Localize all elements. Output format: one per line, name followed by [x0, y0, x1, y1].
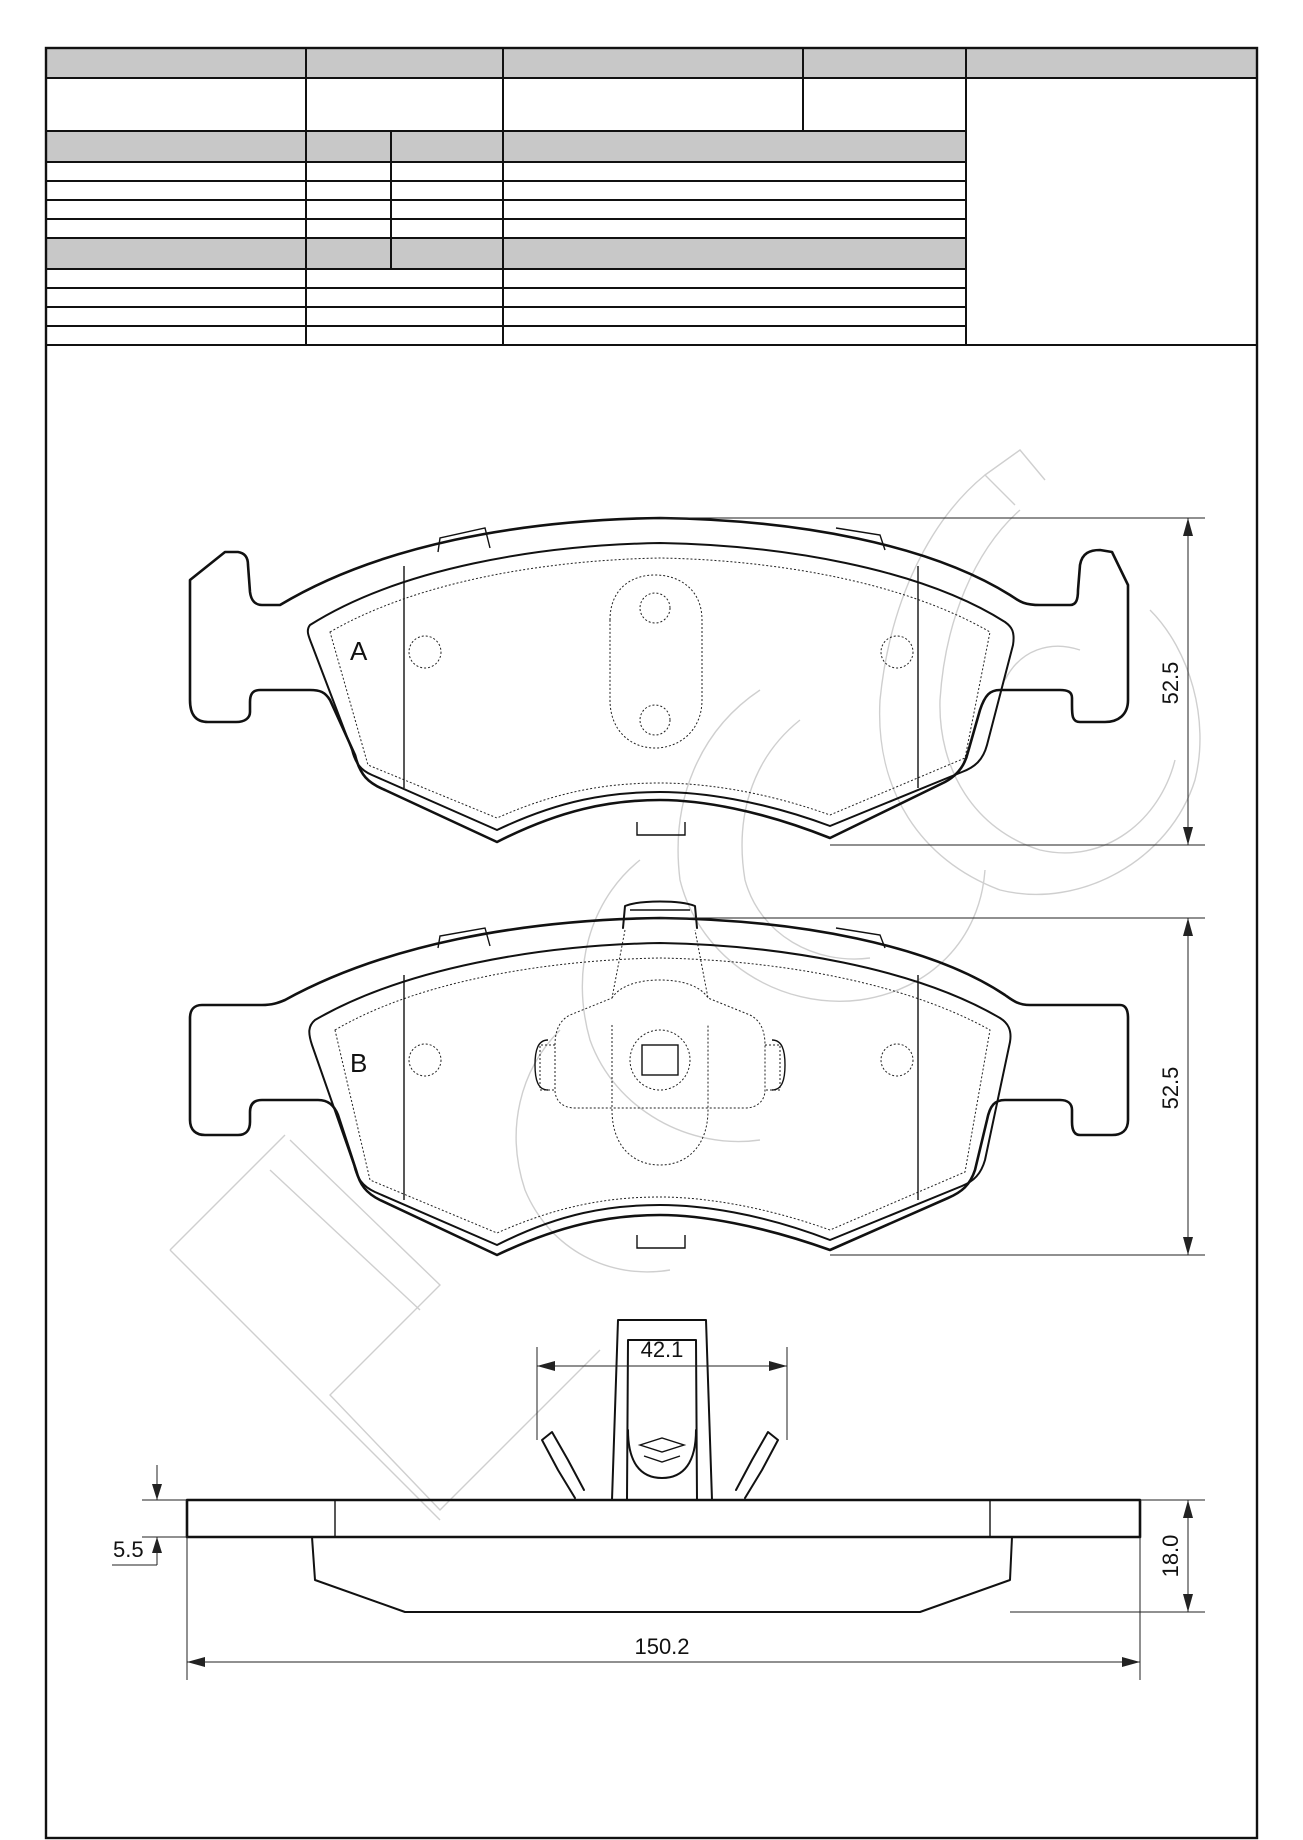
height-dimension-b: 52.5 [660, 917, 1205, 1256]
watermark-logo [169, 449, 1201, 1521]
dimension-height-a: 52.5 [1158, 662, 1183, 705]
dimension-height-b: 52.5 [1158, 1067, 1183, 1110]
dimension-clip-width: 42.1 [641, 1337, 684, 1362]
title-block [44, 46, 1259, 1840]
pad-b-label: B [350, 1048, 367, 1078]
dimension-thickness: 18.0 [1158, 1535, 1183, 1578]
dimension-length: 150.2 [634, 1634, 689, 1659]
pad-b-drawing: B [188, 900, 1130, 1257]
pad-a-label: A [350, 636, 368, 666]
pad-a-drawing: A [188, 516, 1130, 844]
side-view-drawing [185, 1319, 1142, 1613]
thickness-dimension: 18.0 [1010, 1499, 1205, 1613]
clip-width-dimension: 42.1 [536, 1337, 788, 1440]
backplate-dimension: 5.5 [112, 1465, 187, 1566]
dimension-backplate: 5.5 [113, 1537, 144, 1562]
length-dimension: 150.2 [186, 1537, 1141, 1680]
height-dimension-a: 52.5 [660, 517, 1205, 846]
